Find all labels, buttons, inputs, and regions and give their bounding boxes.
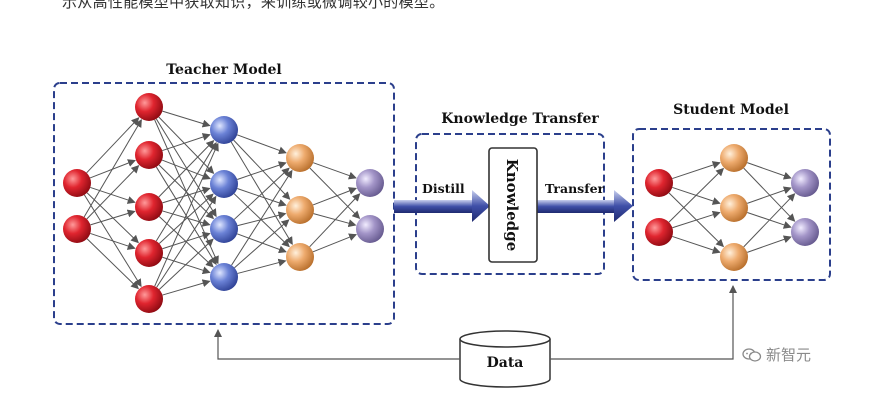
teacher-network-edges: [83, 110, 361, 296]
teacher-node: [210, 215, 238, 243]
teacher-node: [210, 263, 238, 291]
teacher-edge: [90, 209, 136, 226]
teacher-edge: [86, 238, 139, 290]
student-edge: [668, 167, 725, 223]
knowledge-label: Knowledge: [503, 159, 521, 252]
teacher-edge: [162, 110, 211, 128]
student-edge: [747, 186, 792, 204]
teacher-edge: [237, 188, 287, 207]
teacher-node: [135, 285, 163, 313]
teacher-edge: [162, 231, 211, 250]
student-node: [791, 218, 819, 246]
teacher-node: [286, 196, 314, 224]
student-node: [720, 243, 748, 271]
data-cylinder: [459, 330, 551, 388]
distill-arrow: [394, 190, 490, 222]
watermark-text: 新智元: [766, 346, 812, 364]
teacher-edge: [86, 165, 140, 220]
teacher-node: [63, 169, 91, 197]
transfer-arrow: [537, 190, 633, 222]
student-edge: [743, 167, 796, 222]
student-model-box: [632, 128, 831, 281]
teacher-node: [356, 215, 384, 243]
teacher-node: [135, 239, 163, 267]
teacher-edge: [309, 167, 361, 220]
teacher-node: [135, 193, 163, 221]
teacher-node: [356, 169, 384, 197]
student-node: [645, 218, 673, 246]
teacher-edge: [158, 116, 215, 174]
teacher-edge: [162, 279, 211, 296]
teacher-edge: [309, 193, 361, 248]
teacher-edge: [313, 213, 357, 228]
student-network-nodes: [645, 144, 819, 271]
knowledge-transfer-title: Knowledge Transfer: [441, 111, 599, 127]
watermark: 新智元: [742, 344, 811, 365]
student-node: [720, 194, 748, 222]
teacher-edge: [237, 161, 287, 180]
student-model-title: Student Model: [673, 102, 789, 118]
transfer-label: Transfer: [545, 181, 605, 196]
teacher-edge: [158, 140, 215, 198]
teacher-edge: [158, 193, 214, 244]
student-network-edges: [668, 161, 796, 254]
teacher-edge: [236, 134, 287, 155]
teacher-edge: [162, 186, 211, 204]
student-node: [645, 169, 673, 197]
teacher-edge: [312, 187, 357, 206]
student-edge: [672, 210, 721, 229]
teacher-edge: [155, 141, 217, 242]
teacher-model-title: Teacher Model: [166, 62, 282, 78]
knowledge-transfer-box: [415, 133, 605, 275]
teacher-edge: [83, 119, 142, 218]
header-text: 示从高性能模型中获取知识，来训练或微调较小的模型。: [62, 0, 445, 11]
distill-label: Distill: [422, 181, 465, 196]
teacher-edge: [237, 258, 287, 274]
data-label: Data: [487, 355, 524, 371]
teacher-node: [63, 215, 91, 243]
teacher-node: [135, 141, 163, 169]
teacher-edge: [313, 162, 357, 180]
teacher-node: [286, 144, 314, 172]
wechat-icon: [742, 347, 762, 362]
data-flow-lines: [214, 285, 737, 360]
teacher-edge: [154, 142, 219, 287]
teacher-edge: [231, 169, 293, 266]
teacher-edge: [90, 186, 136, 204]
teacher-edge: [237, 211, 287, 227]
student-edge: [672, 161, 721, 180]
teacher-edge: [312, 233, 358, 253]
teacher-edge: [90, 232, 136, 250]
student-edge: [743, 193, 796, 248]
teacher-edge: [162, 133, 211, 152]
teacher-node: [210, 170, 238, 198]
teacher-edge: [236, 233, 287, 254]
teacher-edge: [162, 210, 211, 227]
student-edge: [747, 235, 792, 253]
student-edge: [747, 162, 792, 180]
teacher-node: [210, 116, 238, 144]
teacher-edge: [233, 167, 290, 220]
knowledge-box: [488, 147, 538, 263]
teacher-node: [135, 93, 163, 121]
teacher-node: [286, 243, 314, 271]
teacher-network-nodes: [63, 93, 384, 313]
teacher-edge: [156, 195, 217, 288]
teacher-edge: [158, 238, 214, 290]
teacher-edge: [86, 117, 140, 174]
student-node: [720, 144, 748, 172]
student-node: [791, 169, 819, 197]
teacher-edge: [233, 193, 290, 248]
student-edge: [672, 235, 721, 254]
teacher-edge: [234, 219, 290, 269]
